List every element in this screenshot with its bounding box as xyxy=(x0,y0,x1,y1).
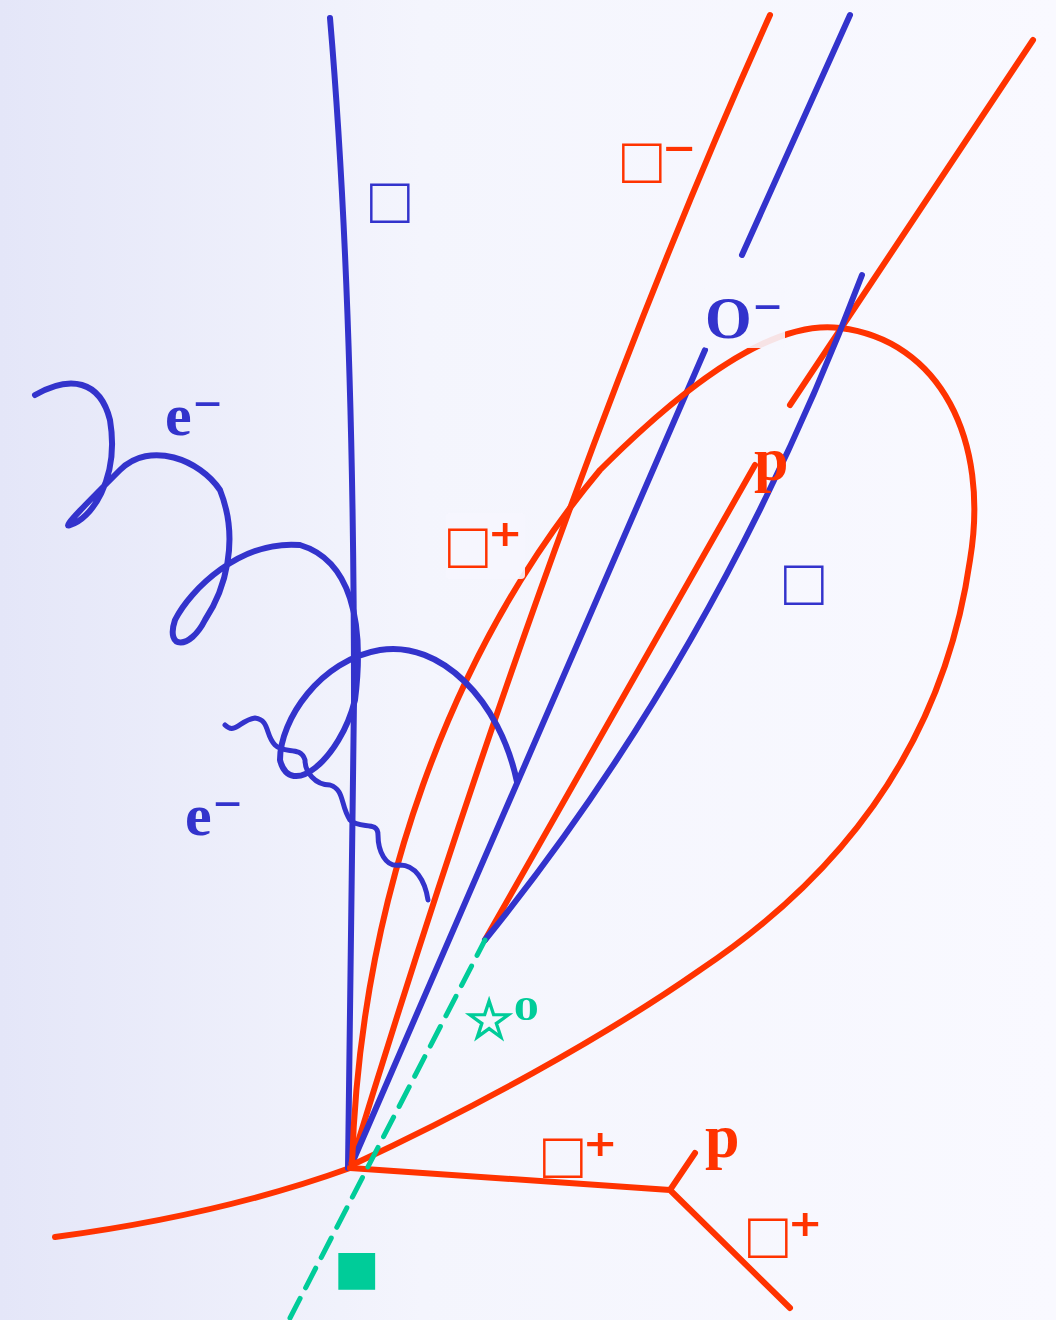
red-track xyxy=(350,15,770,1168)
track-label: e⁻ xyxy=(183,785,245,845)
track-label: e⁻ xyxy=(163,385,225,445)
track-label: O⁻ xyxy=(703,288,785,348)
track-label: p xyxy=(703,1105,741,1167)
red-loop-track xyxy=(352,327,974,1165)
blue-track xyxy=(485,275,862,940)
track-label: □ xyxy=(368,168,412,234)
blue-track xyxy=(742,15,850,255)
track-label: p xyxy=(752,428,790,490)
track-label: □⁺ xyxy=(746,1203,825,1269)
track-label: ☆⁰ xyxy=(462,992,541,1048)
electron-spiral xyxy=(35,384,517,782)
neutral-track xyxy=(290,940,485,1318)
blue-track xyxy=(350,350,705,1168)
track-label: □⁻ xyxy=(620,128,699,194)
electron-wavy xyxy=(225,718,428,900)
track-label: □ xyxy=(782,550,826,616)
red-track xyxy=(485,465,755,940)
track-label: □⁺ xyxy=(541,1123,620,1189)
red-track xyxy=(790,40,1033,405)
track-label: □⁺ xyxy=(446,513,525,579)
track-label: ■ xyxy=(332,1230,382,1306)
red-track xyxy=(55,1168,350,1237)
